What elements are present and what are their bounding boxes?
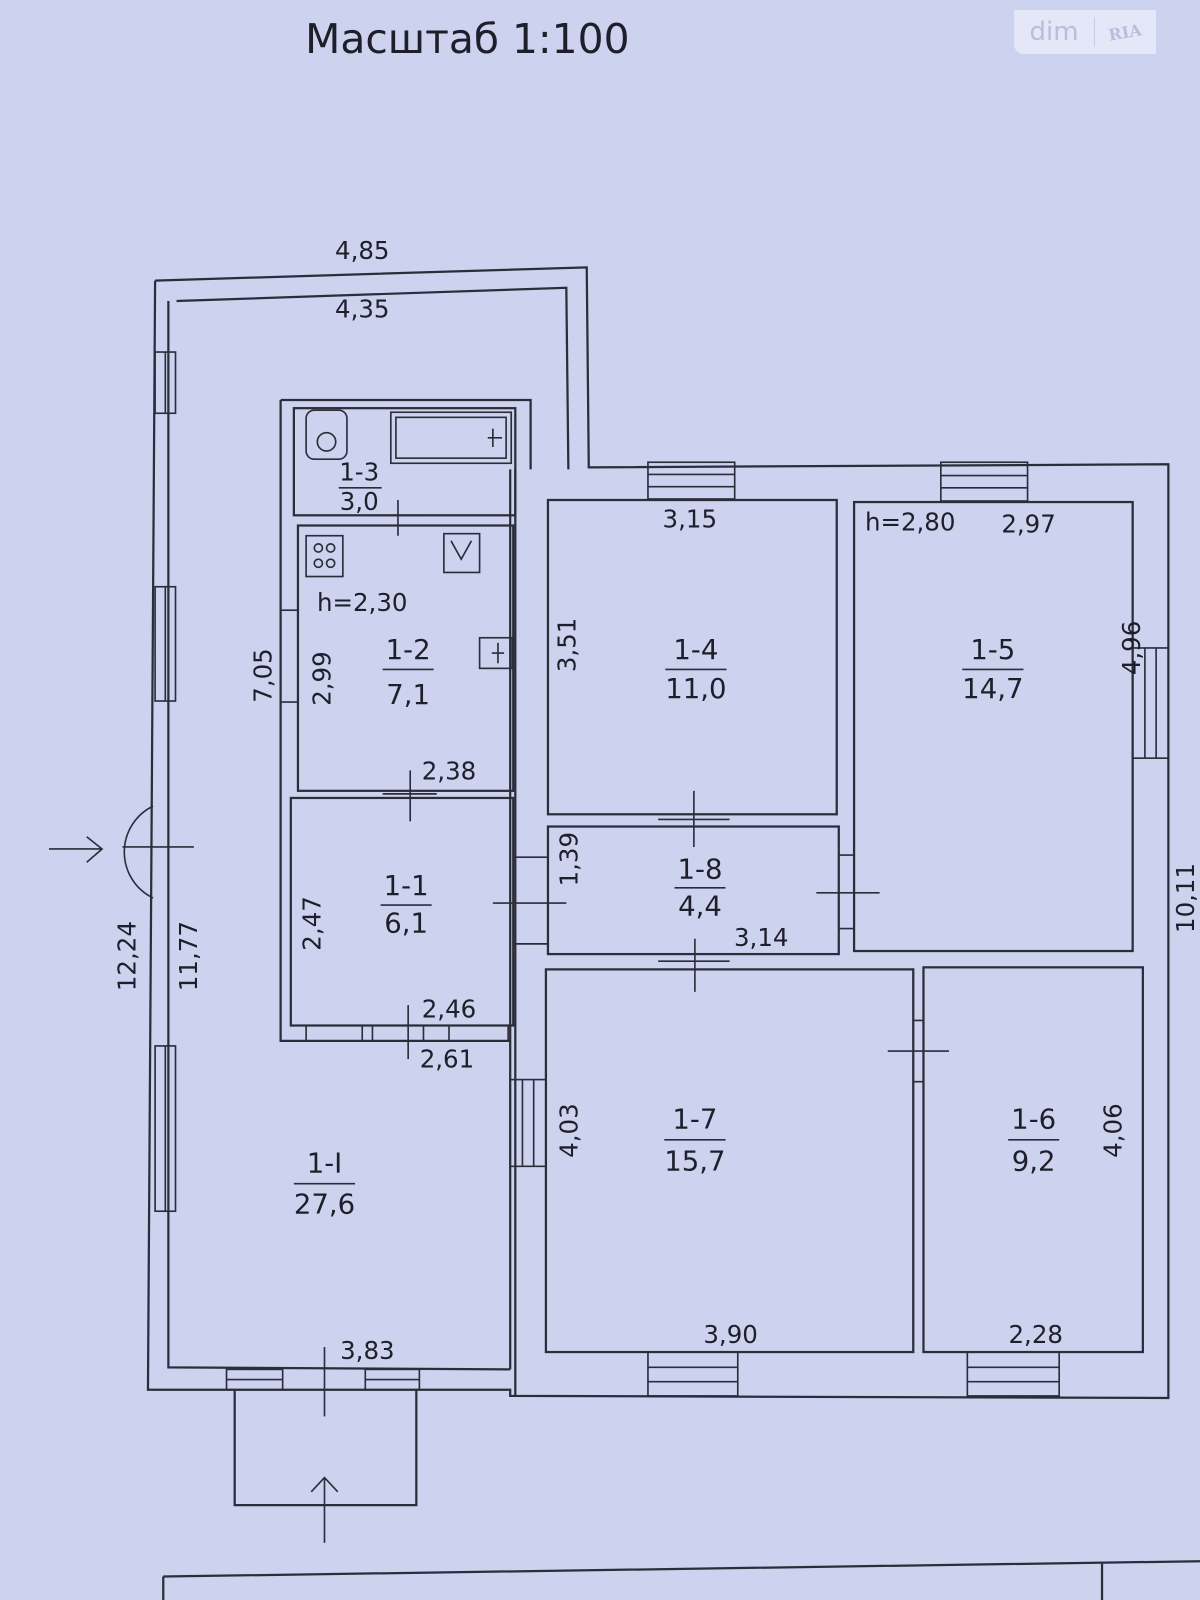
window (940, 461, 1029, 502)
room-1-I-id: 1-I (307, 1147, 343, 1179)
door-1-6 (887, 1019, 949, 1083)
room-1-3-area: 3,0 (340, 487, 379, 516)
window (225, 1368, 284, 1391)
room-1-2-width: 2,38 (422, 757, 476, 786)
room-1-8-id: 1-8 (678, 854, 723, 886)
watermark-ria: RIA (1106, 19, 1143, 45)
door-1-I (323, 1005, 409, 1417)
room-1-4-width: 3,15 (663, 505, 717, 534)
room-1-7-area: 15,7 (664, 1145, 725, 1177)
room-1-3-id: 1-3 (339, 458, 379, 487)
dim-1-1-width: 2,46 (422, 994, 476, 1023)
window (966, 1351, 1060, 1397)
room-1-4-id: 1-4 (673, 634, 718, 666)
room-1-5-area: 14,7 (962, 673, 1023, 705)
room-1-4-outline (546, 498, 838, 816)
door-1-3 (372, 500, 419, 536)
room-1-5-length: 4,96 (1117, 621, 1146, 675)
dim-left-outer: 12,24 (113, 921, 142, 991)
window (364, 1368, 421, 1391)
porch (233, 1389, 418, 1543)
room-1-2-length: 2,99 (308, 651, 337, 705)
window (279, 609, 299, 703)
bathtub-icon (390, 411, 513, 465)
dim-1-1-outer: 2,61 (420, 1044, 474, 1073)
door-1-1-corridor (492, 856, 567, 945)
dim-top-inner: 4,35 (335, 294, 389, 323)
watermark-dim: dim (1014, 17, 1095, 47)
room-1-3-outline (292, 407, 517, 517)
room-1-2-id: 1-2 (386, 634, 431, 666)
room-1-1-area: 6,1 (384, 908, 428, 940)
dim-porch: 3,83 (340, 1336, 394, 1365)
fixtures (305, 409, 514, 670)
room-1-6-area: 9,2 (1012, 1145, 1056, 1177)
room-1-5-outline (852, 500, 1134, 953)
room-1-7-width: 3,90 (703, 1320, 757, 1349)
window (647, 1351, 739, 1397)
room-1-1-length: 2,47 (297, 896, 326, 950)
dim-top-outer: 4,85 (335, 236, 389, 265)
room-1-5-height: h=2,80 (865, 508, 956, 537)
room-1-5-id: 1-5 (970, 634, 1015, 666)
outer-walls (146, 266, 1170, 1400)
room-1-8-width: 3,14 (734, 923, 788, 952)
window (305, 1024, 509, 1042)
window (154, 585, 177, 702)
entrance-door (48, 805, 194, 899)
stove-icon (305, 534, 344, 578)
window (509, 1078, 547, 1168)
room-1-I-area: 27,6 (294, 1188, 355, 1220)
window (154, 1045, 177, 1213)
toilet-icon (305, 409, 348, 460)
window (647, 461, 736, 500)
door-1-7 (658, 938, 730, 992)
room-1-7-length: 4,03 (555, 1103, 584, 1157)
scale-title: Масштаб 1:100 (305, 15, 629, 63)
room-1-6-id: 1-6 (1011, 1104, 1056, 1136)
bottom-table (162, 1560, 1200, 1600)
doors (48, 500, 949, 1417)
entry-arrow-icon (310, 1476, 339, 1543)
room-1-4-length: 3,51 (553, 618, 582, 672)
window (1131, 647, 1170, 759)
room-1-2-area: 7,1 (386, 679, 430, 711)
dim-partition: 7,05 (248, 648, 277, 702)
dim-right-outer: 10,11 (1171, 863, 1200, 933)
room-1-8-area: 4,4 (678, 890, 722, 922)
room-1-5-width: 2,97 (1001, 510, 1055, 539)
room-1-1-id: 1-1 (384, 870, 429, 902)
door-1-4 (658, 790, 730, 847)
room-1-4-area: 11,0 (665, 673, 726, 705)
room-1-6-width: 2,28 (1008, 1320, 1062, 1349)
door-1-1 (382, 770, 437, 822)
door-1-5 (816, 854, 880, 930)
window (154, 351, 177, 415)
room-1-2-height: h=2,30 (317, 588, 408, 617)
watermark-logo: dim RIA (1014, 10, 1156, 54)
boiler-icon (478, 636, 514, 670)
dim-left-inner: 11,77 (174, 921, 203, 991)
room-1-8-length: 1,39 (555, 832, 584, 886)
room-1-6-length: 4,06 (1098, 1103, 1127, 1157)
sink-icon (443, 532, 481, 574)
windows (154, 351, 1170, 1397)
room-1-7-id: 1-7 (672, 1104, 717, 1136)
room-1-7-outline (544, 968, 915, 1354)
